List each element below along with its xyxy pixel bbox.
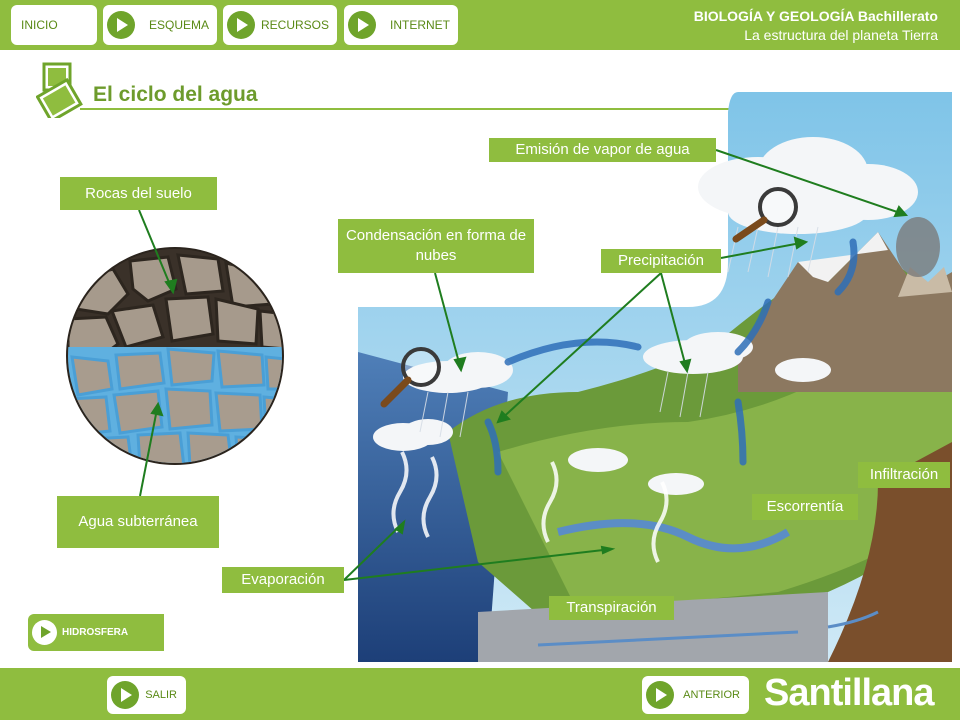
- anterior-label: ANTERIOR: [683, 689, 740, 701]
- subject-title: BIOLOGÍA Y GEOLOGÍA Bachillerato: [693, 8, 938, 24]
- label-evaporacion: Evaporación: [222, 567, 344, 593]
- nav-recursos-button[interactable]: RECURSOS: [223, 5, 337, 45]
- play-arrow-icon: [646, 681, 674, 709]
- nav-internet-label: INTERNET: [390, 18, 450, 32]
- water-cycle-illustration: [358, 92, 952, 662]
- unit-title: La estructura del planeta Tierra: [744, 27, 938, 43]
- play-arrow-icon: [111, 681, 139, 709]
- page-title: El ciclo del agua: [93, 83, 258, 106]
- label-emision-vapor: Emisión de vapor de agua: [489, 138, 716, 162]
- play-arrow-icon: [227, 11, 255, 39]
- title-pages-icon: [36, 62, 83, 118]
- salir-button[interactable]: SALIR: [107, 676, 186, 714]
- label-transpiracion: Transpiración: [549, 596, 674, 620]
- soil-cross-section-image: [66, 247, 284, 465]
- nav-esquema-button[interactable]: ESQUEMA: [103, 5, 217, 45]
- salir-label: SALIR: [145, 689, 177, 701]
- nav-inicio-button[interactable]: INICIO: [11, 5, 97, 45]
- hidrosfera-label: HIDROSFERA: [62, 627, 129, 638]
- label-precipitacion: Precipitación: [601, 249, 721, 273]
- santillana-logo: Santillana: [764, 672, 934, 714]
- play-arrow-icon: [107, 11, 135, 39]
- nav-inicio-label: INICIO: [21, 18, 58, 32]
- label-condensacion: Condensación en forma de nubes: [338, 219, 534, 273]
- nav-internet-button[interactable]: INTERNET: [344, 5, 458, 45]
- nav-esquema-label: ESQUEMA: [148, 18, 209, 32]
- play-arrow-icon: [348, 11, 376, 39]
- label-rocas-del-suelo: Rocas del suelo: [60, 177, 217, 210]
- title-divider: [80, 108, 760, 110]
- nav-recursos-label: RECURSOS: [260, 18, 329, 32]
- hidrosfera-button[interactable]: HIDROSFERA: [28, 614, 164, 651]
- label-escorrentia: Escorrentía: [752, 494, 858, 520]
- play-arrow-icon: [32, 620, 57, 645]
- anterior-button[interactable]: ANTERIOR: [642, 676, 749, 714]
- label-infiltracion: Infiltración: [858, 462, 950, 488]
- label-agua-subterranea: Agua subterránea: [57, 496, 219, 548]
